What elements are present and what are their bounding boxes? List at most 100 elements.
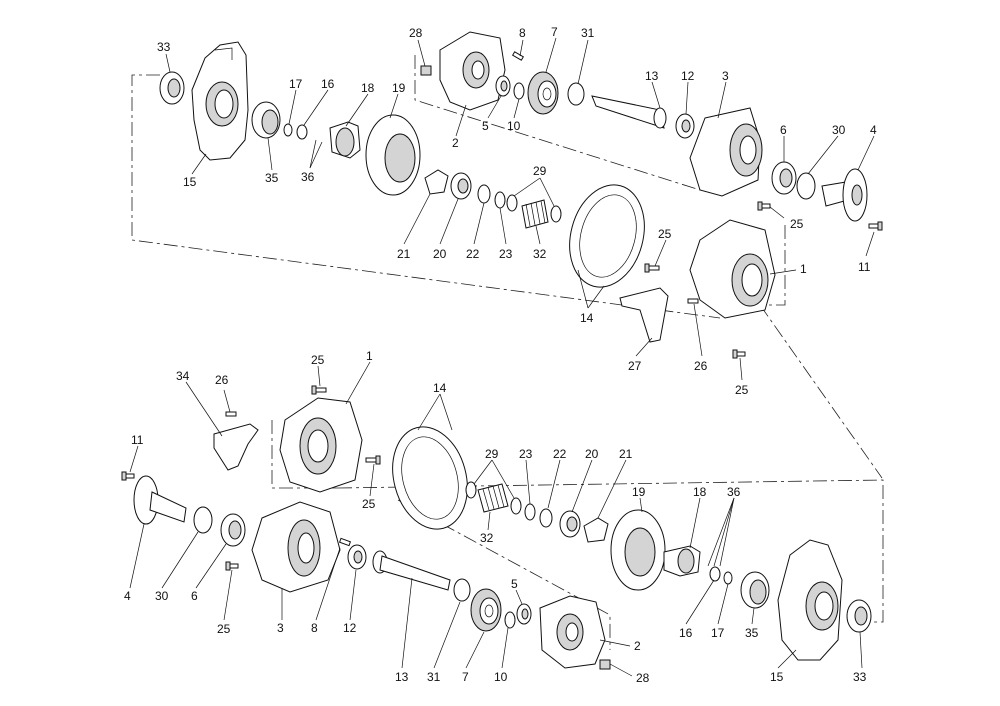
label-17: 17 bbox=[289, 77, 303, 91]
part-31-ring bbox=[567, 82, 585, 106]
part-28-plug bbox=[420, 65, 432, 76]
part-23-ring bbox=[494, 191, 506, 209]
label-lower-25b: 25 bbox=[362, 497, 376, 511]
label-21: 21 bbox=[397, 247, 411, 261]
label-lower-28: 28 bbox=[636, 671, 650, 685]
part-25-bolt-lower-a bbox=[311, 385, 327, 395]
leader-lines-lower bbox=[129, 361, 863, 677]
label-28: 28 bbox=[409, 26, 423, 40]
label-4: 4 bbox=[870, 123, 877, 137]
part-13-shaft bbox=[591, 95, 667, 129]
part-18-hub-lower bbox=[663, 545, 701, 577]
label-2: 2 bbox=[452, 136, 459, 150]
label-11: 11 bbox=[858, 260, 871, 274]
part-1-case-upper bbox=[689, 219, 776, 319]
label-lower-34: 34 bbox=[176, 369, 190, 383]
label-lower-25a: 25 bbox=[311, 353, 325, 367]
part-30-ring bbox=[796, 172, 816, 200]
part-31-ring-lower bbox=[453, 578, 471, 602]
label-29: 29 bbox=[533, 164, 547, 178]
part-5-ring bbox=[495, 75, 511, 97]
label-14: 14 bbox=[580, 311, 594, 325]
part-25-bolt-lower-b bbox=[365, 455, 381, 465]
label-lower-17: 17 bbox=[711, 626, 725, 640]
label-lower-29: 29 bbox=[485, 447, 499, 461]
label-8: 8 bbox=[519, 26, 526, 40]
label-lower-21: 21 bbox=[619, 447, 633, 461]
label-lower-22: 22 bbox=[553, 447, 567, 461]
label-lower-3: 3 bbox=[277, 621, 284, 635]
label-25b: 25 bbox=[658, 227, 672, 241]
label-lower-26: 26 bbox=[215, 373, 229, 387]
part-4-flange bbox=[821, 168, 868, 222]
label-lower-6: 6 bbox=[191, 589, 198, 603]
part-labels-lower: 25 1 34 26 14 11 29 23 22 20 21 25 19 18… bbox=[124, 349, 867, 685]
label-32: 32 bbox=[533, 247, 547, 261]
part-7-gear bbox=[527, 71, 559, 115]
part-32-spring bbox=[521, 199, 549, 229]
label-lower-35: 35 bbox=[745, 626, 759, 640]
part-18-hub bbox=[329, 121, 361, 159]
label-lower-5: 5 bbox=[511, 577, 518, 591]
label-1: 1 bbox=[800, 262, 807, 276]
upper-assembly-boundary bbox=[131, 55, 786, 319]
part-7-gear-lower bbox=[470, 588, 502, 632]
label-lower-20: 20 bbox=[585, 447, 599, 461]
part-23-ring-lower bbox=[524, 503, 536, 521]
part-33-bearing bbox=[159, 71, 185, 105]
label-27: 27 bbox=[628, 359, 642, 373]
label-36: 36 bbox=[301, 170, 315, 184]
label-10: 10 bbox=[507, 119, 521, 133]
label-16: 16 bbox=[321, 77, 335, 91]
part-25-bolt-upper-a bbox=[757, 201, 771, 211]
label-lower-10: 10 bbox=[494, 670, 508, 684]
label-lower-2: 2 bbox=[634, 639, 641, 653]
part-20-nut bbox=[450, 172, 472, 200]
diagonal-separator-line bbox=[759, 304, 883, 479]
part-17-ring-lower bbox=[723, 571, 733, 585]
part-17-ring bbox=[283, 123, 293, 137]
label-lower-33: 33 bbox=[853, 670, 867, 684]
label-13: 13 bbox=[645, 69, 659, 83]
label-33: 33 bbox=[157, 40, 171, 54]
label-15: 15 bbox=[183, 175, 197, 189]
part-14-gasket bbox=[569, 184, 645, 288]
part-35-seal bbox=[251, 101, 281, 139]
part-2-cover-lower bbox=[539, 595, 606, 669]
part-30-ring-lower bbox=[193, 506, 213, 534]
label-31: 31 bbox=[581, 26, 595, 40]
part-6-bearing-lower bbox=[220, 513, 246, 547]
label-3: 3 bbox=[722, 69, 729, 83]
label-5: 5 bbox=[482, 119, 489, 133]
label-lower-16: 16 bbox=[679, 626, 693, 640]
label-lower-8: 8 bbox=[311, 621, 318, 635]
part-26-bolt-upper bbox=[687, 298, 699, 304]
part-15-housing-lower bbox=[777, 539, 843, 661]
label-lower-30: 30 bbox=[155, 589, 169, 603]
part-11-bolt-lower bbox=[121, 471, 135, 481]
part-22-ring-lower bbox=[539, 508, 553, 528]
part-20-nut-lower bbox=[559, 510, 581, 538]
part-29-rings bbox=[506, 194, 562, 223]
part-27-bracket bbox=[619, 287, 669, 343]
part-8-pin bbox=[511, 51, 525, 61]
label-lower-31: 31 bbox=[427, 670, 441, 684]
label-lower-23: 23 bbox=[519, 447, 533, 461]
label-6: 6 bbox=[780, 123, 787, 137]
part-5-ring-lower bbox=[516, 603, 532, 625]
label-22: 22 bbox=[466, 247, 480, 261]
part-22-ring bbox=[477, 184, 491, 204]
part-4-flange-lower bbox=[133, 475, 187, 525]
label-23: 23 bbox=[499, 247, 513, 261]
part-2-cover bbox=[439, 31, 506, 111]
part-12-bearing bbox=[675, 113, 695, 139]
label-25a: 25 bbox=[790, 217, 804, 231]
part-8-pin-lower bbox=[338, 537, 352, 547]
label-lower-18: 18 bbox=[693, 485, 707, 499]
part-10-ring bbox=[513, 82, 525, 100]
part-14-gasket-lower bbox=[392, 426, 468, 530]
part-29-rings-lower bbox=[465, 481, 522, 515]
part-25-bolt-lower-c bbox=[225, 561, 239, 571]
